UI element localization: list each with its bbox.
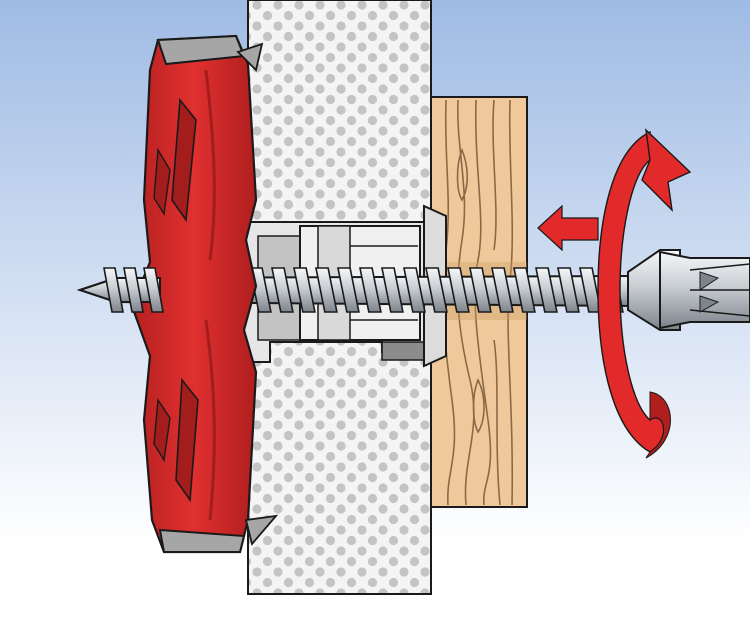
- screw-thread: [103, 267, 124, 313]
- screw-thread: [381, 267, 404, 313]
- screw-thread: [491, 267, 514, 313]
- screw-thread: [557, 267, 580, 313]
- screw-thread: [469, 267, 492, 313]
- screw-thread: [143, 267, 164, 313]
- screw-thread: [271, 267, 294, 313]
- screw-thread: [403, 267, 426, 313]
- screw-tip: [76, 267, 164, 313]
- screw-thread: [293, 267, 316, 313]
- rotation-arrow: [597, 128, 692, 459]
- screw-thread: [315, 267, 338, 313]
- screw-thread: [359, 267, 382, 313]
- screw-thread: [425, 267, 448, 313]
- screwdriver-bit: [659, 250, 750, 330]
- insertion-arrow: [537, 204, 599, 252]
- screw-thread: [123, 267, 144, 313]
- anchor-body: [130, 34, 279, 554]
- screw-thread: [337, 267, 360, 313]
- screw-thread: [447, 267, 470, 313]
- screw-thread: [535, 267, 558, 313]
- screw-thread: [513, 267, 536, 313]
